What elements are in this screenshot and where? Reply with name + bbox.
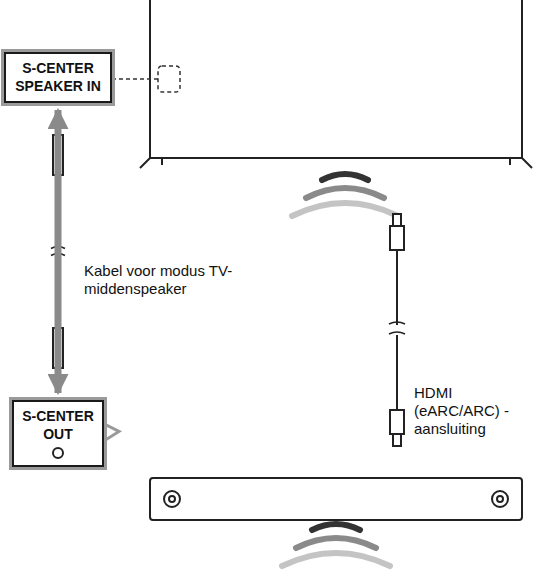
port-name: S-CENTER OUT bbox=[19, 408, 97, 443]
tv-set bbox=[140, 0, 532, 168]
output-callout-box: S-CENTER OUT bbox=[12, 400, 104, 467]
sound-waves bbox=[282, 524, 390, 566]
cable-label: Kabel voor modus TV-middenspeaker bbox=[84, 262, 234, 298]
sound-waves bbox=[292, 174, 398, 216]
port-name: S-CENTER SPEAKER IN bbox=[11, 60, 105, 95]
cable-connector bbox=[55, 110, 62, 393]
cable-label: HDMI (eARC/ARC) -aansluiting bbox=[414, 384, 532, 438]
input-label-box: S-CENTER SPEAKER IN bbox=[4, 52, 112, 103]
soundbar bbox=[150, 478, 522, 520]
jack-socket bbox=[52, 447, 64, 459]
leader-line bbox=[112, 78, 158, 80]
input-socket bbox=[158, 66, 180, 92]
hdmi-cable bbox=[389, 214, 405, 446]
callout-tail bbox=[103, 423, 119, 441]
